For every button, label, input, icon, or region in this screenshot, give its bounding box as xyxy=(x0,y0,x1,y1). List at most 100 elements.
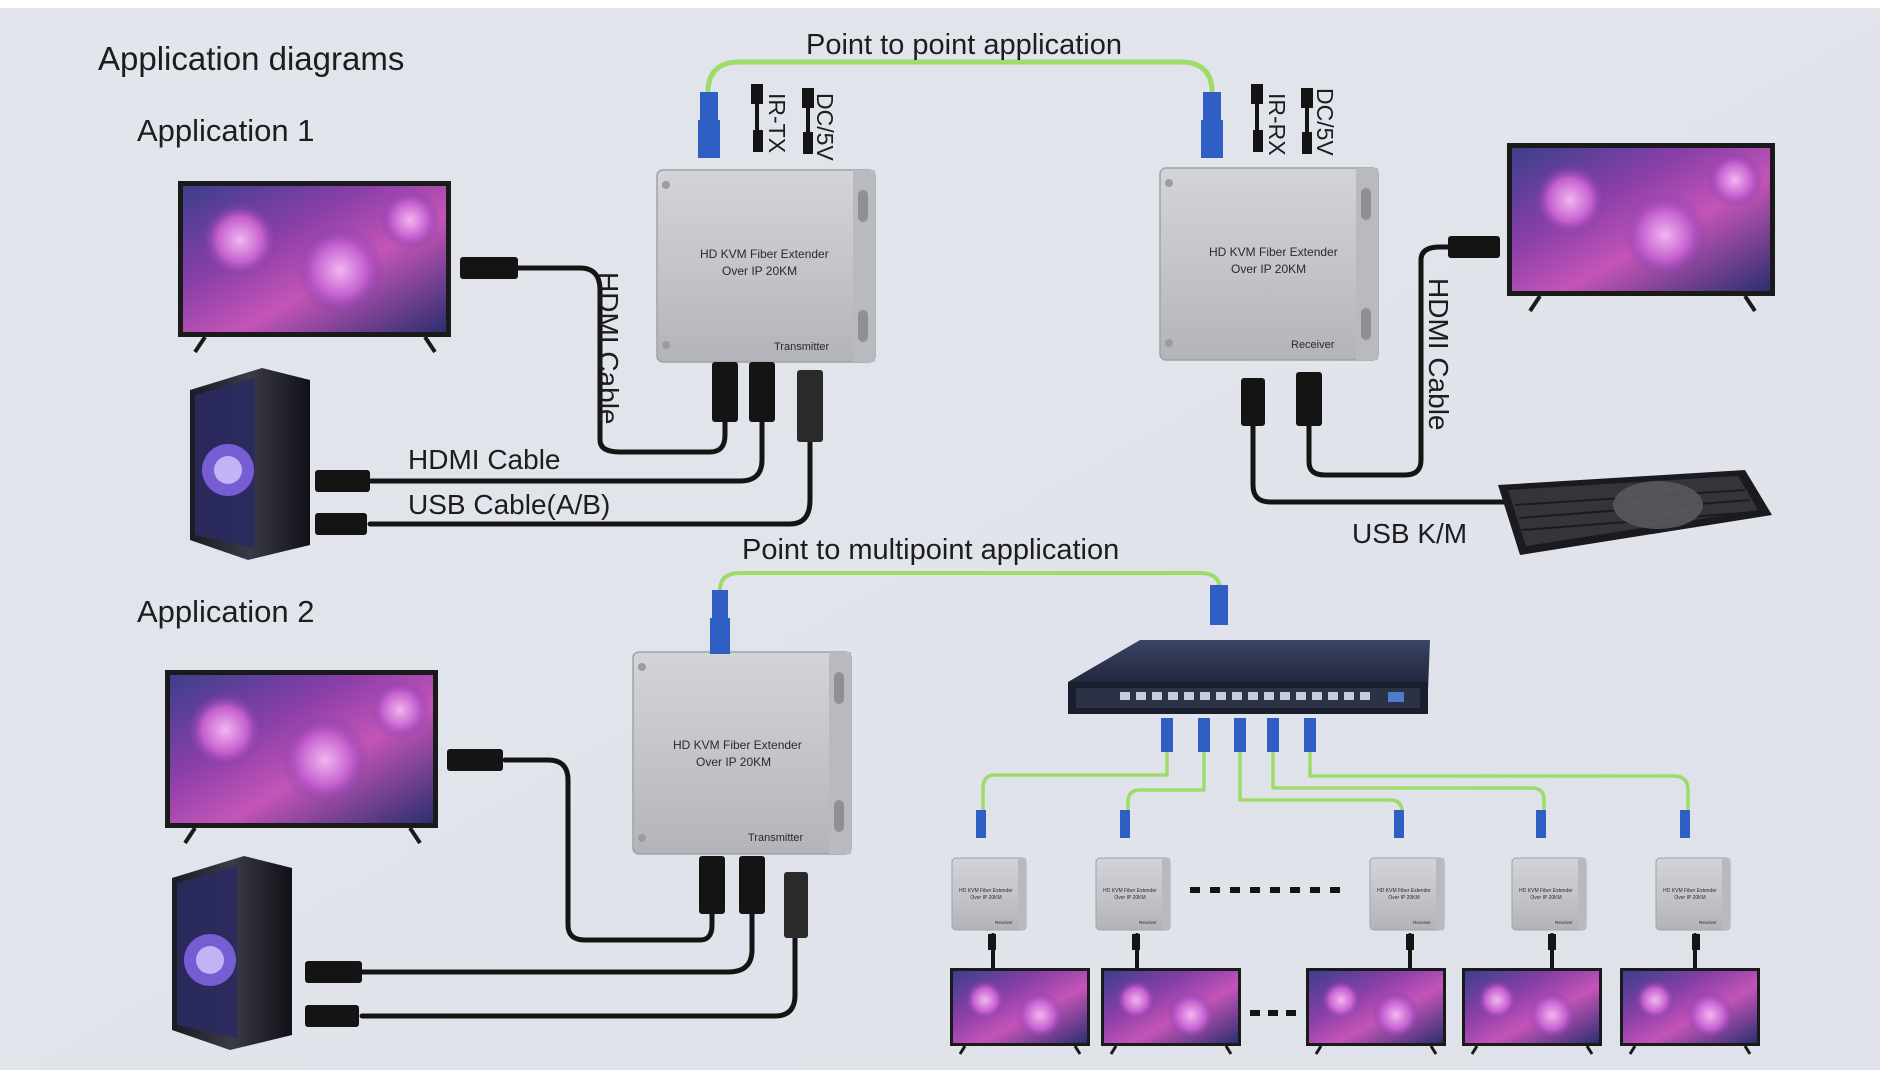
ellipsis-dots-receivers xyxy=(1190,887,1340,893)
small-tv-monitors xyxy=(950,968,1760,1055)
small-tv-stand xyxy=(1109,1045,1233,1055)
small-receiver-fiber-connector xyxy=(1394,810,1404,838)
receiver-app1-ports-top xyxy=(1201,84,1313,158)
transmitter-app2-role: Transmitter xyxy=(748,832,804,844)
small-receiver-role: Receiver xyxy=(1413,920,1431,925)
pc-tower-app1 xyxy=(190,368,310,560)
tv-monitor-app2 xyxy=(165,670,438,845)
tv-monitor-app1-right xyxy=(1507,143,1775,313)
transmitter-app1-ports-top xyxy=(698,84,814,158)
transmitter-app2-port-fiber xyxy=(710,590,730,654)
network-switch xyxy=(1068,585,1430,714)
small-tv-flower xyxy=(1321,980,1361,1020)
small-receiver-fiber-connector xyxy=(1120,810,1130,838)
small-receiver-body xyxy=(1511,857,1587,931)
small-receiver-hdmi-plug xyxy=(1692,934,1700,950)
small-receiver-role: Receiver xyxy=(1699,920,1717,925)
usb-cable-pc-to-transmitter xyxy=(367,437,813,527)
hdmi-plug-tv-right xyxy=(1448,236,1500,258)
hdmi-cable-receiver-to-tv xyxy=(1306,244,1453,478)
small-receiver-hdmi-plug xyxy=(1132,934,1140,950)
small-receiver-text-line2: Over IP 20KM xyxy=(1114,895,1145,901)
hdmi-plug-tv2 xyxy=(447,749,503,771)
small-receiver-body xyxy=(1095,857,1171,931)
small-tv-stand xyxy=(1628,1045,1752,1055)
small-receiver-hdmi-plug xyxy=(1548,934,1556,950)
small-receiver-side xyxy=(1578,858,1586,930)
small-receiver-text-line2: Over IP 20KM xyxy=(1530,895,1561,901)
transmitter-app1-ports-bottom xyxy=(712,362,823,442)
hdmi-cable-tv2-to-transmitter xyxy=(502,757,715,943)
small-tv-flower xyxy=(1167,991,1215,1039)
ir-rx-label: IR-RX xyxy=(1264,93,1290,156)
small-tv-monitor-3 xyxy=(1306,968,1446,1055)
app2-heading: Application 2 xyxy=(137,594,315,629)
small-tv-monitor-1 xyxy=(950,968,1090,1055)
small-receiver-body xyxy=(1655,857,1731,931)
small-tv-flower xyxy=(1477,980,1517,1020)
usb-cable-label: USB Cable(A/B) xyxy=(408,489,611,520)
transmitter-app1-role: Transmitter xyxy=(774,341,830,353)
fiber-cable-transmitter-to-switch xyxy=(718,571,1222,612)
hdmi-cable-label-vertical-left: HDMI Cable xyxy=(593,272,624,425)
transmitter-app2 xyxy=(632,651,852,855)
small-receiver-text-line1: HD KVM Fiber Extender xyxy=(1663,888,1717,894)
small-tv-stand xyxy=(1314,1045,1438,1055)
small-receiver-fiber-connector xyxy=(976,810,986,838)
small-receiver-side xyxy=(1018,858,1026,930)
diagram-title: Application diagrams xyxy=(98,40,405,77)
hdmi-plug-pc xyxy=(315,470,370,492)
hdmi-cable-label: HDMI Cable xyxy=(408,444,561,475)
small-tv-flower xyxy=(1372,991,1420,1039)
point-to-point-label: Point to point application xyxy=(806,29,1122,61)
small-tv-flower xyxy=(1016,991,1064,1039)
receiver-app1-role: Receiver xyxy=(1291,339,1335,351)
small-tv-flower xyxy=(1635,980,1675,1020)
small-receiver-fiber-connector xyxy=(1680,810,1690,838)
switch-fiber-connectors xyxy=(1161,718,1316,752)
small-receiver-hdmi-plug xyxy=(988,934,996,950)
small-tv-stand xyxy=(1470,1045,1594,1055)
small-tv-flower xyxy=(1528,991,1576,1039)
fiber-cable-switch-to-receiver-5 xyxy=(1308,750,1690,830)
small-tv-flower xyxy=(965,980,1005,1020)
pc-tower-app2 xyxy=(172,856,292,1050)
dc-tx-label: DC/5V xyxy=(812,93,838,161)
small-tv-monitor-4 xyxy=(1462,968,1602,1055)
small-tv-flower xyxy=(1686,991,1734,1039)
small-tv-monitor-2 xyxy=(1101,968,1241,1055)
fiber-cable-switch-to-receiver-4 xyxy=(1271,750,1546,830)
small-receiver-role: Receiver xyxy=(1555,920,1573,925)
small-receiver-text-line2: Over IP 20KM xyxy=(1388,895,1419,901)
hdmi-plug-pc2 xyxy=(305,961,362,983)
usb-cable-receiver-to-keyboard xyxy=(1250,422,1513,505)
receiver-app1-ports-bottom xyxy=(1241,372,1322,426)
small-receiver-hdmi-plug xyxy=(1406,934,1414,950)
receiver-app1 xyxy=(1159,167,1379,361)
transmitter-app1 xyxy=(656,169,876,363)
small-receiver-body xyxy=(1369,857,1445,931)
small-receiver-fiber-connector xyxy=(1536,810,1546,838)
transmitter-app1-text-line1: HD KVM Fiber Extender xyxy=(700,247,829,261)
usb-cable-pc2-to-transmitter xyxy=(359,917,798,1019)
small-receiver-body xyxy=(951,857,1027,931)
hdmi-cable-pc2-to-transmitter xyxy=(359,897,755,975)
fiber-cable-point-to-point xyxy=(705,59,1215,95)
fiber-cable-switch-to-receiver-2 xyxy=(1126,750,1206,830)
tv-monitor-app1-left xyxy=(178,181,451,354)
transmitter-app2-text-line2: Over IP 20KM xyxy=(696,755,772,769)
usb-plug-pc2 xyxy=(305,1005,359,1027)
app1-heading: Application 1 xyxy=(137,113,315,148)
small-receiver-text-line1: HD KVM Fiber Extender xyxy=(1377,888,1431,894)
usb-km-label: USB K/M xyxy=(1352,518,1468,549)
receiver-app1-text-line2: Over IP 20KM xyxy=(1231,262,1307,276)
small-receiver-text-line2: Over IP 20KM xyxy=(970,895,1001,901)
point-to-multipoint-label: Point to multipoint application xyxy=(742,534,1120,566)
small-tv-monitor-5 xyxy=(1620,968,1760,1055)
